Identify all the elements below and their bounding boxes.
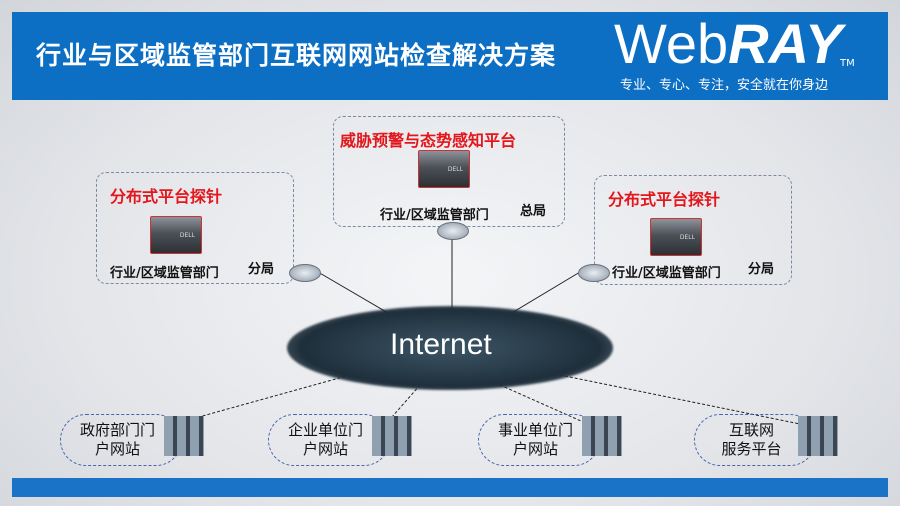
- right-server-icon: DELL: [650, 218, 702, 256]
- site-label: 政府部门门: [79, 421, 155, 439]
- site-internet-service: 互联网服务平台: [694, 414, 838, 466]
- site-enterprise: 企业单位门户网站: [268, 414, 412, 466]
- internet-cloud: [287, 306, 613, 390]
- server-rack-icon: [372, 416, 412, 456]
- center-dept-label: 行业/区域监管部门: [380, 208, 489, 223]
- site-label: 户网站: [94, 440, 140, 458]
- left-probe-box: [96, 172, 294, 284]
- site-label: 互联网: [728, 421, 774, 439]
- center-server-icon: DELL: [418, 150, 470, 188]
- center-platform-title: 威胁预警与态势感知平台: [340, 131, 517, 150]
- slogan: 专业、专心、专注，安全就在你身边: [620, 78, 829, 93]
- right-router-icon: [578, 264, 610, 282]
- center-router-icon: [437, 222, 469, 240]
- left-server-icon: DELL: [150, 216, 202, 254]
- link-site-4: [559, 374, 806, 426]
- site-label: 户网站: [512, 440, 558, 458]
- page-title: 行业与区域监管部门互联网网站检查解决方案: [36, 41, 557, 70]
- right-dept-label: 行业/区域监管部门: [612, 266, 721, 281]
- webray-logo: WebRAY: [614, 12, 843, 75]
- server-rack-icon: [582, 416, 622, 456]
- site-label: 服务平台: [721, 440, 782, 458]
- server-rack-icon: [798, 416, 838, 456]
- site-institution: 事业单位门户网站: [478, 414, 622, 466]
- right-level-label: 分局: [748, 262, 775, 277]
- left-level-label: 分局: [248, 262, 275, 277]
- left-probe-title: 分布式平台探针: [110, 187, 223, 206]
- left-router-icon: [289, 264, 321, 282]
- right-probe-title: 分布式平台探针: [608, 190, 721, 209]
- link-site-2: [384, 384, 421, 426]
- site-label: 户网站: [302, 440, 348, 458]
- trademark: TM: [840, 58, 855, 69]
- right-probe-box: [594, 175, 792, 285]
- site-label: 企业单位门: [287, 421, 363, 439]
- internet-label: Internet: [390, 328, 492, 361]
- server-rack-icon: [164, 416, 204, 456]
- site-government: 政府部门门户网站: [60, 414, 204, 466]
- footer-bar: [12, 478, 888, 497]
- center-level-label: 总局: [520, 204, 547, 219]
- header-banner: [12, 12, 888, 100]
- left-dept-label: 行业/区域监管部门: [110, 266, 219, 281]
- site-label: 事业单位门: [497, 421, 573, 439]
